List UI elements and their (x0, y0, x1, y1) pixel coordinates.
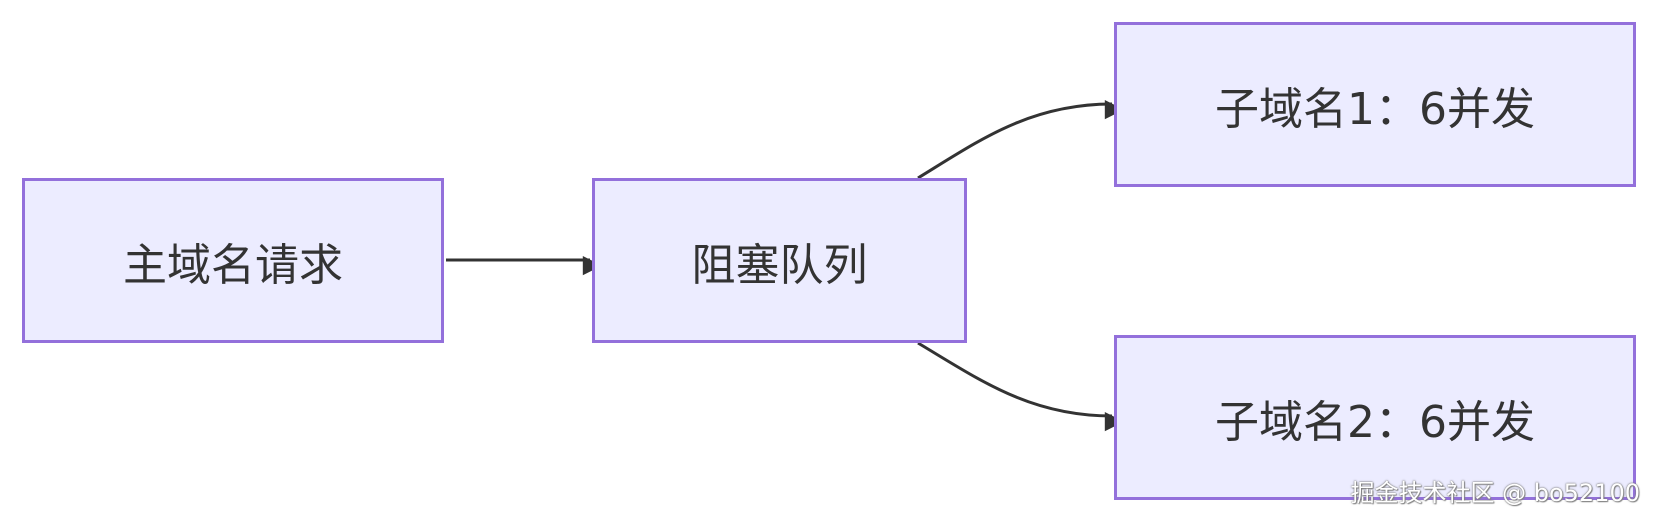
node-main-request-label: 主域名请求 (123, 239, 343, 291)
node-blocking-queue-label: 阻塞队列 (691, 239, 868, 291)
watermark: 掘金技术社区 @ bo52100 (1350, 479, 1640, 507)
node-subdomain-1: 子域名1：6并发 (1114, 22, 1636, 187)
edge-queue-to-subdomain-1 (917, 100, 1125, 180)
node-main-request: 主域名请求 (22, 178, 444, 343)
node-subdomain-1-label: 子域名1：6并发 (1215, 83, 1535, 135)
edge-queue-to-subdomain-2 (917, 341, 1124, 432)
node-subdomain-2-label: 子域名2：6并发 (1215, 396, 1535, 448)
node-subdomain-2: 子域名2：6并发 (1114, 335, 1636, 500)
node-blocking-queue: 阻塞队列 (592, 178, 967, 343)
